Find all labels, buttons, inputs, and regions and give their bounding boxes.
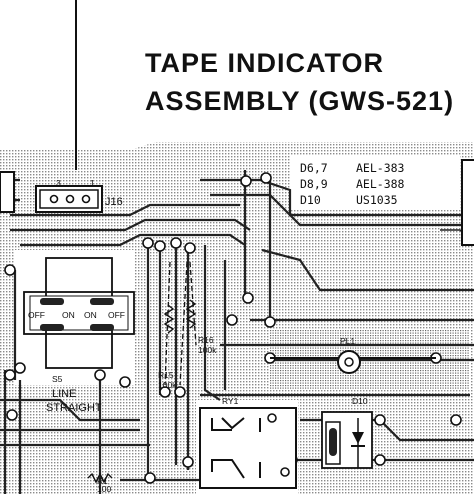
r1-value-label: 100 [97, 484, 111, 494]
parts-table-ref-2: D8,9 [300, 177, 328, 191]
resistor-leads [164, 261, 197, 386]
lamp-pl1 [270, 350, 436, 374]
parts-table-part-2: AEL-388 [356, 177, 405, 191]
switch-ref-label: S5 [52, 374, 63, 384]
connector-pin-right-label: 1 [90, 178, 95, 188]
right-edge-component [461, 159, 474, 246]
diode-d10 [321, 411, 373, 469]
switch-name-line2: STRAIGHT [46, 402, 102, 414]
parts-table-ref-3: D10 [300, 193, 321, 207]
lamp-ref-label: PL1 [340, 336, 355, 346]
connector-ref-label: J16 [105, 196, 123, 208]
diode-ref-label: D10 [352, 396, 368, 406]
switch-label-off-2: OFF [108, 310, 125, 320]
r15-value-label: 100k [158, 380, 177, 390]
pcb-traces [0, 170, 474, 494]
edge-component [0, 171, 15, 213]
switch-label-off-1: OFF [28, 310, 45, 320]
relay-ry1 [199, 407, 297, 489]
r15-ref-label: R15 [158, 370, 174, 380]
relay-ref-label: RY1 [222, 396, 239, 406]
parts-table-part-1: AEL-383 [356, 161, 405, 175]
r1-symbol [87, 472, 113, 484]
switch-s5 [23, 257, 135, 369]
connector-j16 [35, 185, 103, 213]
parts-table-ref-1: D6,7 [300, 161, 328, 175]
switch-label-on-2: ON [84, 310, 97, 320]
solder-pads [4, 172, 462, 484]
switch-name-line1: LINE [52, 388, 76, 400]
parts-table-part-3: US1035 [356, 193, 398, 207]
switch-label-on-1: ON [62, 310, 75, 320]
title-line2: ASSEMBLY (GWS-521) [145, 86, 454, 116]
r16-symbol [185, 299, 197, 329]
r15-symbol [163, 304, 175, 334]
r16-value-label: 100k [198, 345, 217, 355]
table-clearance [290, 155, 460, 210]
r16-ref-label: R16 [198, 335, 214, 345]
title-line1: TAPE INDICATOR [145, 48, 384, 78]
r1-ref-label: R1 [97, 476, 108, 486]
connector-pin-left-label: 3 [56, 178, 61, 188]
